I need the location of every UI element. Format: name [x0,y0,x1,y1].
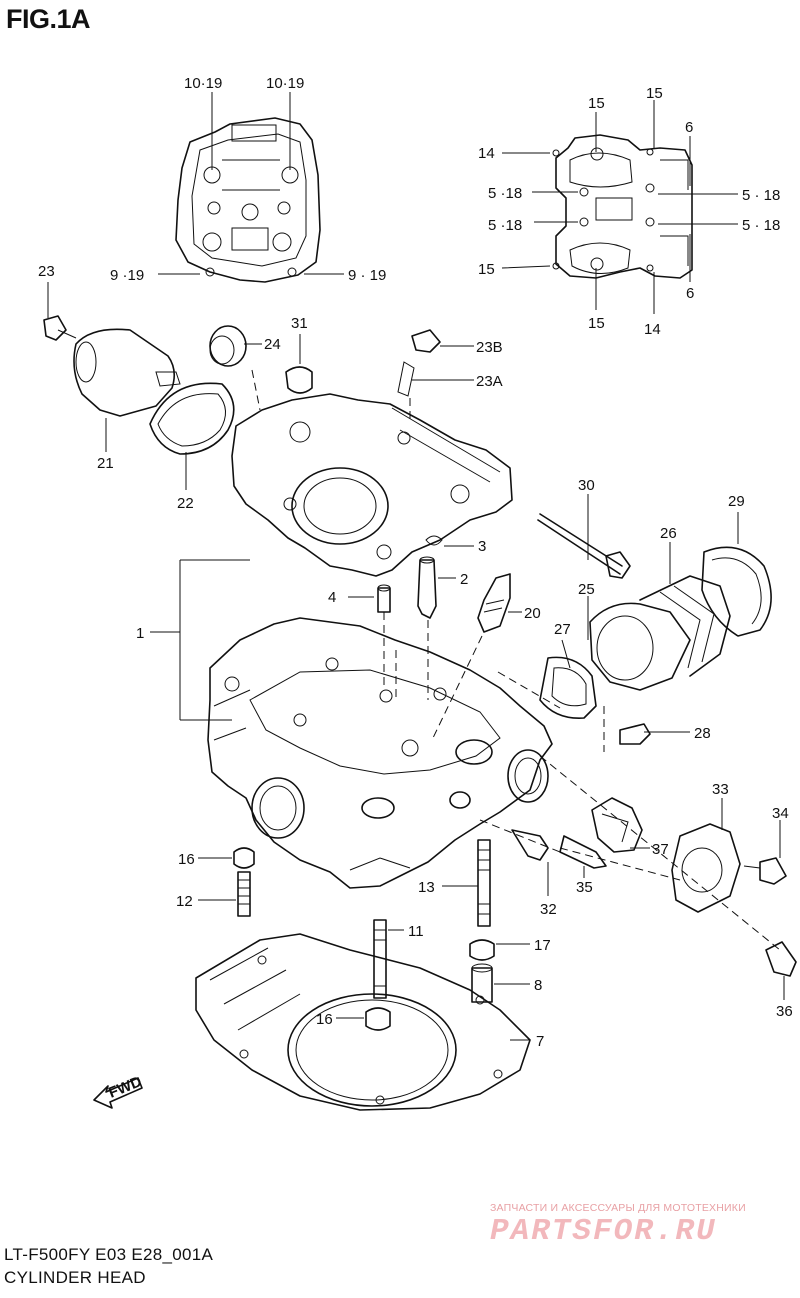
callout-head-cover-15-top: 15 [588,95,605,112]
callout-part-28: 28 [694,725,711,742]
callout-part-8: 8 [534,977,542,994]
callout-head-cover-6-bottom: 6 [686,285,694,302]
callout-head-cover-6-top: 6 [685,119,693,136]
leader-lines [47,92,785,1041]
forward-direction-arrow: FWD [93,1073,144,1109]
callout-part-7: 7 [536,1033,544,1050]
callout-head-cover-gasket-top-right: 10·19 [266,75,304,92]
callout-part-33: 33 [712,781,729,798]
callout-part-11: 11 [408,923,424,940]
callout-part-36: 36 [776,1003,793,1020]
callout-part-37: 37 [652,841,669,858]
figure-title: FIG.1A [6,4,91,34]
callout-part-2: 2 [460,571,468,588]
callout-part-12: 12 [176,893,193,910]
watermark-logo: PARTSFOR.RU [490,1214,717,1249]
callout-part-25: 25 [578,581,595,598]
head-cover-drawing [552,134,693,279]
callout-part-26: 26 [660,525,677,542]
head-cover-gasket-drawing [175,117,321,283]
footer-part-group: CYLINDER HEAD [4,1268,146,1287]
callout-head-cover-15-top-right: 15 [646,85,663,102]
callout-labels: 10·19 10·19 9 ·19 9 · 19 15 15 14 6 5 ·1… [38,75,793,1050]
callout-head-cover-14-left: 14 [478,145,495,162]
callout-part-23: 23 [38,263,55,280]
callout-head-cover-15-left: 15 [478,261,495,278]
callout-head-cover-5-18-right-b: 5 · 18 [742,217,780,234]
callout-part-24: 24 [264,336,281,353]
callout-head-cover-5-18-left-b: 5 ·18 [488,217,522,234]
cylinder-head-drawing [207,329,553,889]
thermostat-assembly-drawing [511,797,797,977]
callout-part-21: 21 [97,455,114,472]
callout-head-cover-5-18-left-a: 5 ·18 [488,185,522,202]
callout-part-22: 22 [177,495,194,512]
intake-pipe-drawing [537,513,772,745]
callout-part-27: 27 [554,621,571,638]
callout-part-3: 3 [478,538,486,555]
callout-part-30: 30 [578,477,595,494]
callout-part-32: 32 [540,901,557,918]
callout-head-cover-gasket-bottom-left: 9 ·19 [110,267,144,284]
footer-model-code: LT-F500FY E03 E28_001A [4,1245,214,1264]
callout-part-20: 20 [524,605,541,622]
callout-head-cover-14-bottom: 14 [644,321,661,338]
callout-part-1: 1 [136,625,144,642]
callout-part-31: 31 [291,315,308,332]
callout-head-cover-gasket-top-left: 10·19 [184,75,222,92]
callout-head-cover-15-bottom: 15 [588,315,605,332]
callout-head-cover-5-18-right-a: 5 · 18 [742,187,780,204]
fwd-arrow-label: FWD [106,1073,144,1102]
callout-part-16-upper: 16 [178,851,195,868]
callout-part-17: 17 [534,937,551,954]
small-parts-drawing [377,535,511,633]
callout-part-23a: 23A [476,373,503,390]
watermark-tagline: ЗАПЧАСТИ И АКСЕССУАРЫ ДЛЯ МОТОТЕХНИКИ [490,1202,746,1214]
callout-part-23b: 23B [476,339,503,356]
callout-part-16-lower: 16 [316,1011,333,1028]
callout-part-29: 29 [728,493,745,510]
callout-part-35: 35 [576,879,593,896]
callout-part-34: 34 [772,805,789,822]
callout-part-4: 4 [328,589,336,606]
fasteners-and-gasket-drawing [195,839,531,1111]
cam-end-cap-drawing [43,315,247,455]
callout-head-cover-gasket-bottom-right: 9 · 19 [348,267,386,284]
alignment-lines [251,369,781,951]
callout-part-13: 13 [418,879,435,896]
